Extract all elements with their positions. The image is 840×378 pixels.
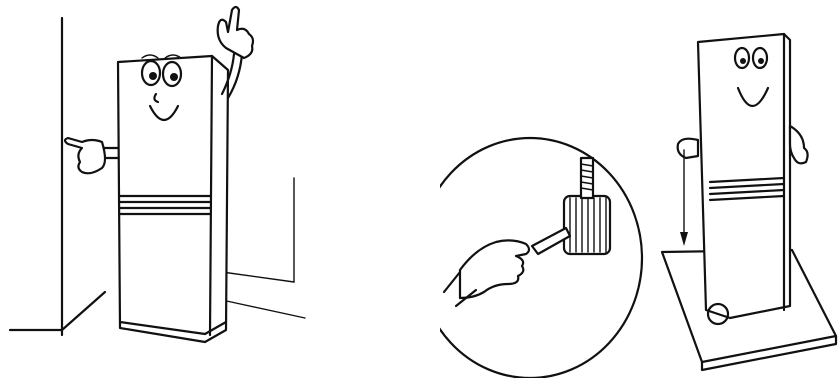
wall bbox=[8, 16, 306, 337]
foot-highlight bbox=[706, 302, 730, 326]
wrench-tool bbox=[530, 226, 572, 256]
plumb-bob bbox=[680, 232, 688, 246]
pointing-arm bbox=[63, 136, 120, 175]
fridge-on-base bbox=[660, 32, 838, 372]
adjustable-foot bbox=[562, 194, 612, 256]
fridge-body bbox=[116, 54, 230, 344]
right-illustration bbox=[440, 0, 840, 378]
leveling-foot-detail bbox=[440, 136, 644, 378]
fridge-leveling-drawing bbox=[440, 32, 838, 378]
fridge-face bbox=[140, 54, 183, 122]
fridge-near-wall-drawing bbox=[8, 5, 306, 344]
hand bbox=[458, 239, 531, 300]
raised-arm bbox=[216, 5, 255, 100]
left-illustration bbox=[0, 0, 320, 378]
